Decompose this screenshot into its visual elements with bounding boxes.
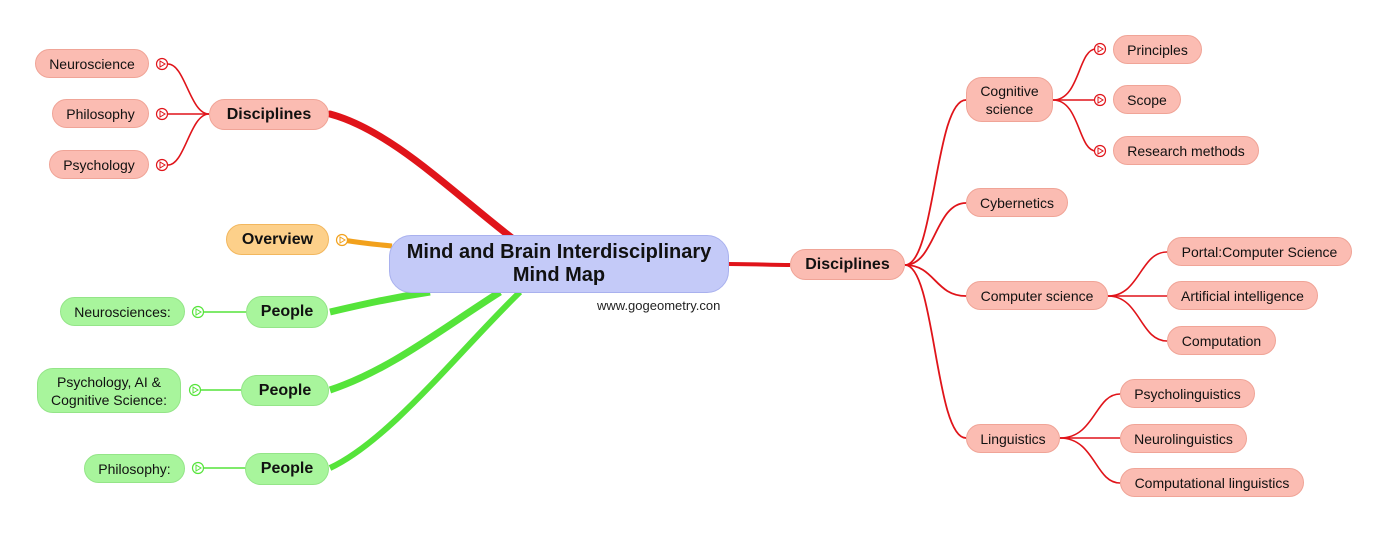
expand-marker-icon[interactable] [335,233,349,247]
link-principles [1052,48,1097,101]
link-left-psychology [167,113,210,166]
principles-node[interactable]: Principles [1113,35,1202,64]
neurolinguistics-node[interactable]: Neurolinguistics [1120,424,1247,453]
link-portal-cs [1107,251,1168,297]
neurosciences-people-node[interactable]: Neurosciences: [60,297,185,326]
artificial-intelligence-node[interactable]: Artificial intelligence [1167,281,1318,310]
computational-linguistics-node[interactable]: Computational linguistics [1120,468,1304,497]
link-research-methods [1052,99,1097,152]
expand-marker-icon[interactable] [1093,144,1107,158]
people-node-2[interactable]: People [241,375,329,406]
scope-node[interactable]: Scope [1113,85,1181,114]
cybernetics-node[interactable]: Cybernetics [966,188,1068,217]
computer-science-node[interactable]: Computer science [966,281,1108,310]
cognitive-science-label: Cognitive science [980,82,1039,117]
expand-marker-icon[interactable] [191,305,205,319]
link-central-left-disciplines [326,110,516,242]
philosophy-node[interactable]: Philosophy [52,99,149,128]
link-computational-linguistics [1059,437,1121,484]
link-left-neuroscience [167,63,210,115]
watermark-text: www.gogeometry.con [597,298,721,313]
overview-node[interactable]: Overview [226,224,329,255]
expand-marker-icon[interactable] [155,57,169,71]
right-disciplines-node[interactable]: Disciplines [790,249,905,280]
people-node-1[interactable]: People [246,296,328,328]
psychology-node[interactable]: Psychology [49,150,149,179]
link-computation [1107,295,1168,342]
left-disciplines-node[interactable]: Disciplines [209,99,329,130]
expand-marker-icon[interactable] [155,107,169,121]
expand-marker-icon[interactable] [1093,93,1107,107]
central-topic-label: Mind and Brain Interdisciplinary Mind Ma… [406,241,712,286]
psychology-ai-cogsci-people-node[interactable]: Psychology, AI & Cognitive Science: [37,368,181,413]
expand-marker-icon[interactable] [1093,42,1107,56]
psychology-ai-cogsci-label: Psychology, AI & Cognitive Science: [51,373,167,408]
psycholinguistics-node[interactable]: Psycholinguistics [1120,379,1255,408]
philosophy-people-node[interactable]: Philosophy: [84,454,185,483]
expand-marker-icon[interactable] [191,461,205,475]
research-methods-node[interactable]: Research methods [1113,136,1259,165]
link-central-people-1 [329,288,431,316]
link-psycholinguistics [1059,393,1121,439]
link-right-cybernetics [904,202,967,266]
linguistics-node[interactable]: Linguistics [966,424,1060,453]
computation-node[interactable]: Computation [1167,326,1276,355]
expand-marker-icon[interactable] [188,383,202,397]
link-right-cognitive [904,99,967,266]
central-topic[interactable]: Mind and Brain Interdisciplinary Mind Ma… [389,235,729,293]
expand-marker-icon[interactable] [155,158,169,172]
link-right-computer [904,264,967,297]
link-right-linguistics [904,264,967,439]
link-central-people-2 [328,289,502,394]
people-node-3[interactable]: People [245,453,329,485]
cognitive-science-node[interactable]: Cognitive science [966,77,1053,122]
link-central-overview [342,237,393,249]
portal-computer-science-node[interactable]: Portal:Computer Science [1167,237,1352,266]
link-central-right-disciplines [728,262,791,267]
link-central-people-3 [328,289,523,471]
neuroscience-node[interactable]: Neuroscience [35,49,149,78]
